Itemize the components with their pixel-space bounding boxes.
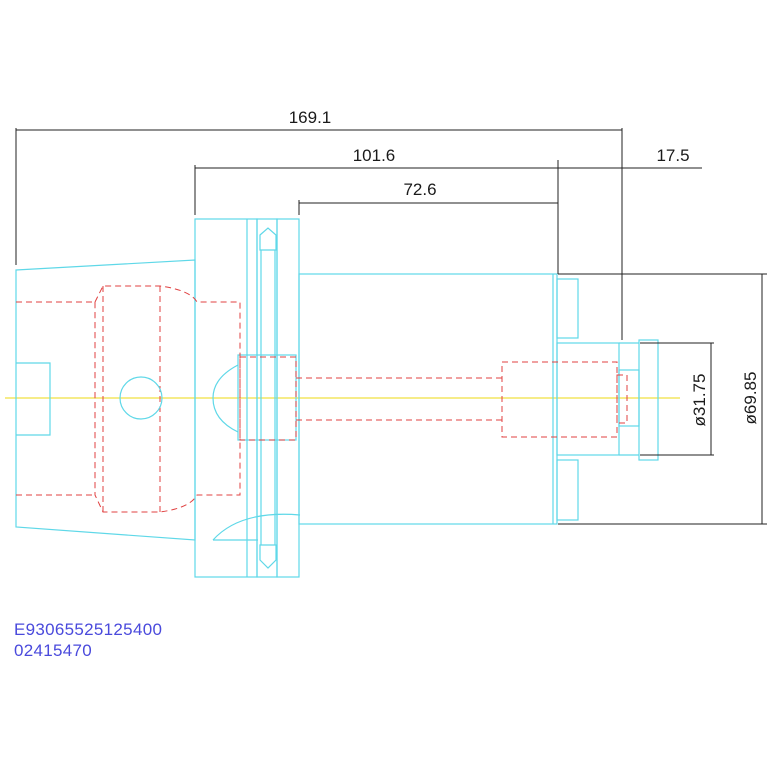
dimension-lines [15, 128, 767, 525]
holder-body [298, 273, 558, 525]
part-code-line-2: 02415470 [14, 641, 93, 660]
dim-nut-length: 17.5 [656, 146, 689, 165]
nut-assembly [556, 278, 659, 521]
dim-gauge-length: 101.6 [353, 146, 396, 165]
part-code-line-1: E93065525125400 [14, 620, 163, 639]
dim-bore-diameter: ø31.75 [690, 374, 709, 427]
dim-overall-length: 169.1 [289, 108, 332, 127]
dim-body-length: 72.6 [403, 180, 436, 199]
taper-shank [15, 259, 196, 541]
hidden-features [16, 285, 628, 513]
dim-body-diameter: ø69.85 [741, 372, 760, 425]
